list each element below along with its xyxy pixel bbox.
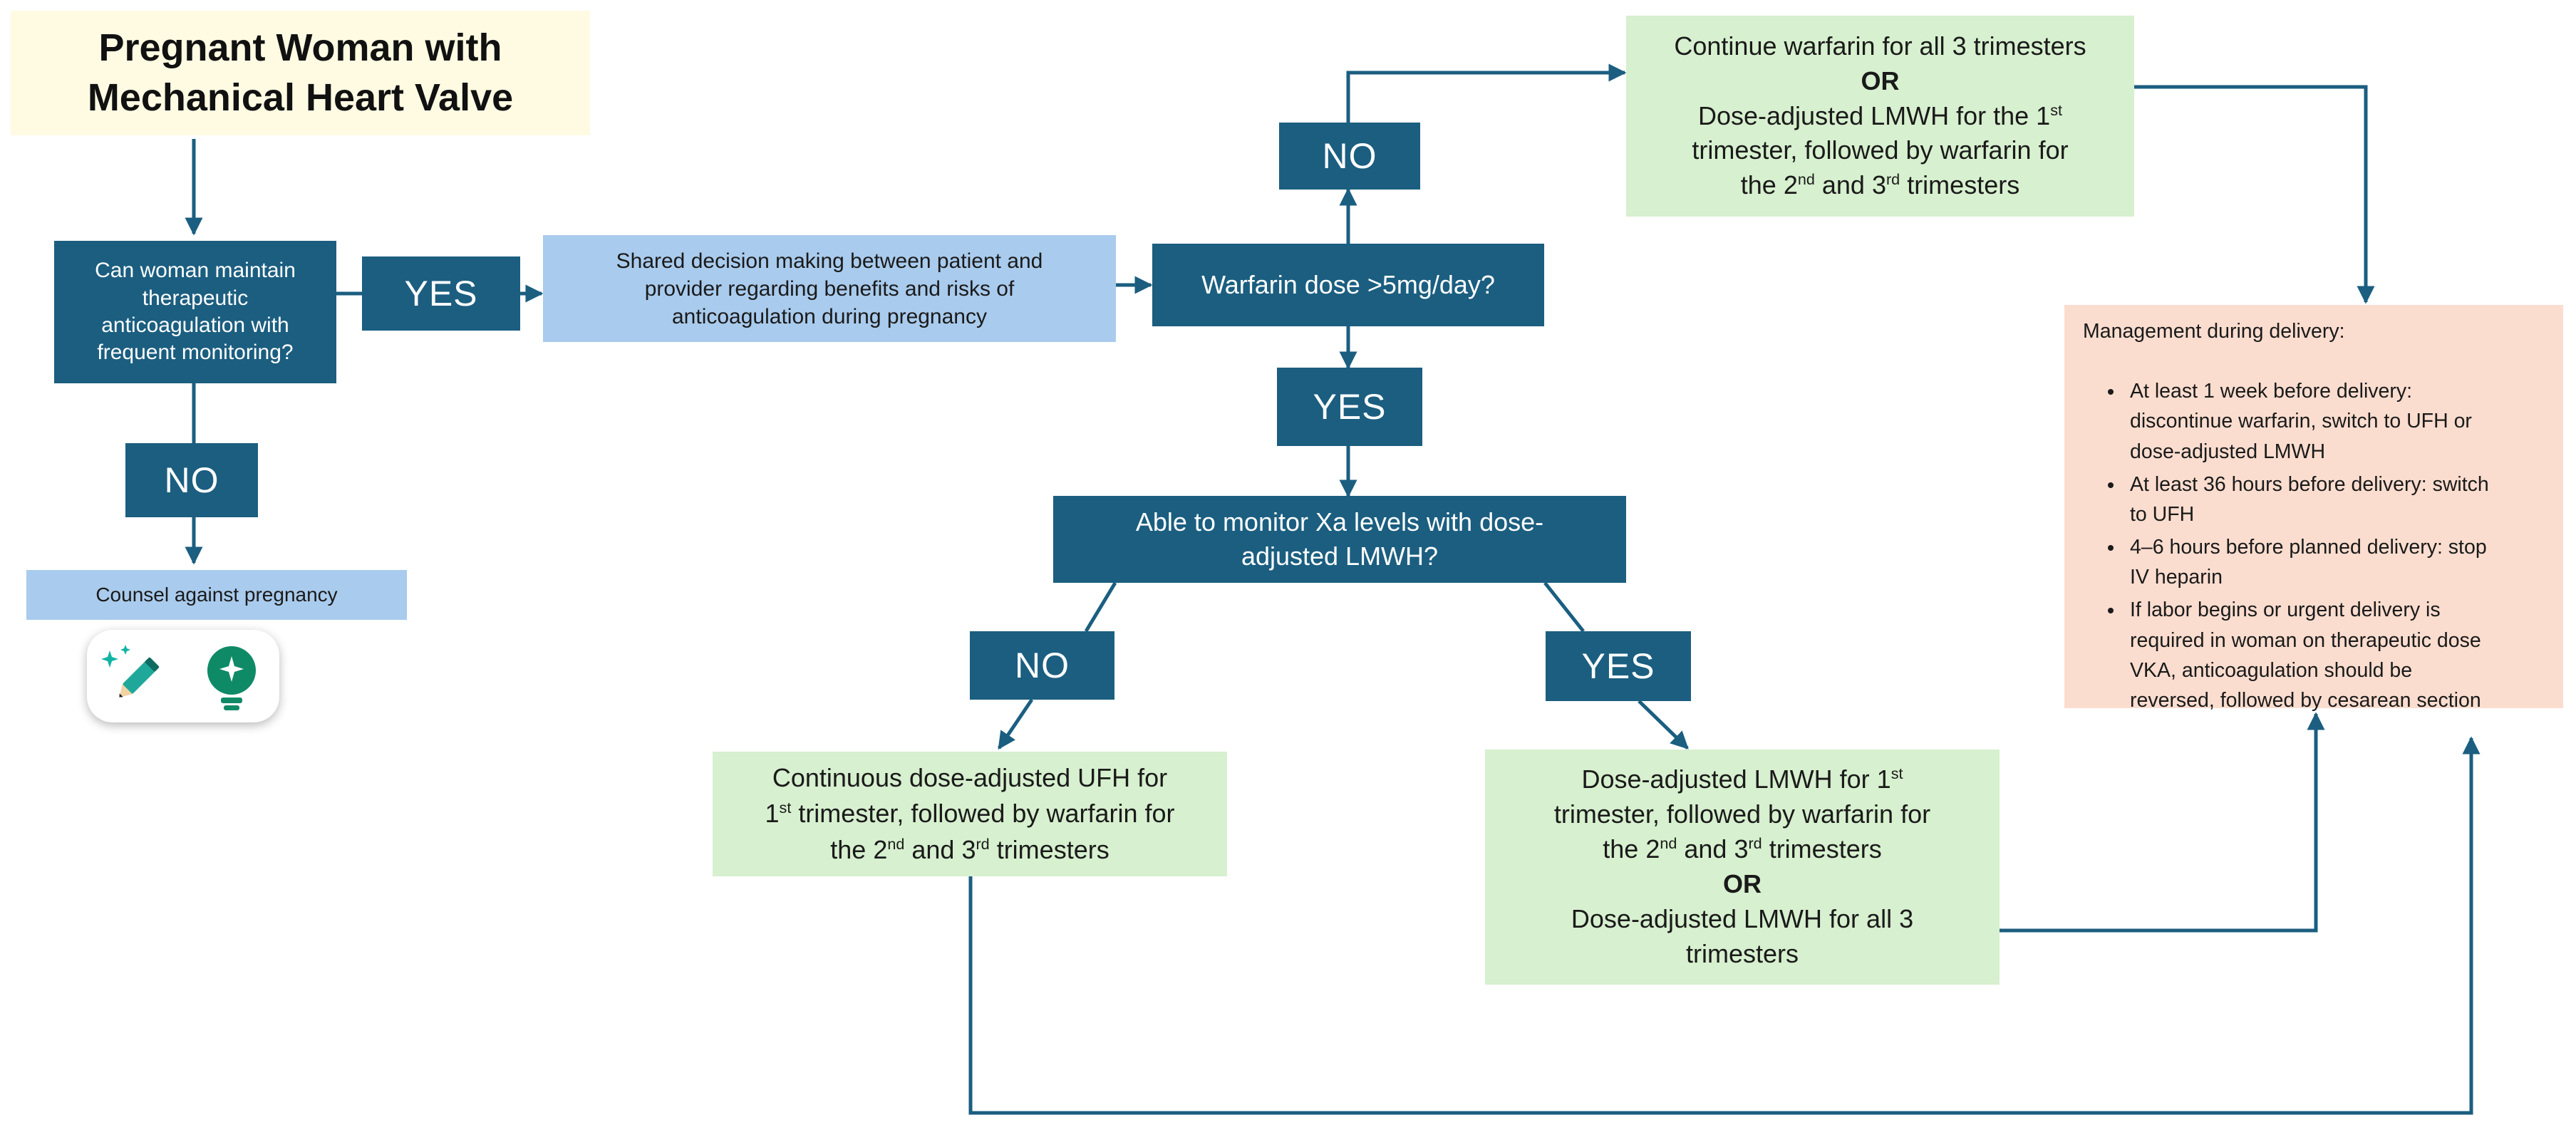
no-label-2: NO — [1279, 123, 1420, 190]
management-list: At least 1 week before delivery: discont… — [2083, 376, 2489, 718]
management-item: At least 1 week before delivery: discont… — [2124, 376, 2489, 467]
title-line-1: Pregnant Woman with — [98, 26, 502, 70]
arrow-yes-to-lmwh — [1638, 700, 1689, 750]
sparkle-pencil-icon[interactable] — [96, 637, 175, 715]
arrow-xa-to-no — [1084, 581, 1117, 633]
question-maintain-anticoagulation: Can woman maintain therapeutic anticoagu… — [54, 241, 336, 383]
yes-label-2: YES — [1277, 368, 1422, 446]
title-line-2: Mechanical Heart Valve — [87, 76, 514, 119]
counsel-box: Counsel against pregnancy — [26, 570, 407, 620]
arrow-ufh-to-management — [968, 736, 2481, 1115]
floating-toolbar — [87, 630, 279, 722]
question-warfarin-dose: Warfarin dose >5mg/day? — [1152, 244, 1544, 326]
arrow-lmwh-to-management — [2000, 712, 2325, 933]
continue-warfarin-box: Continue warfarin for all 3 trimesters O… — [1626, 16, 2134, 217]
ufh-box: Continuous dose-adjusted UFH for 1st tri… — [713, 752, 1227, 876]
management-delivery-box: Management during delivery: At least 1 w… — [2064, 305, 2563, 712]
question-xa-levels: Able to monitor Xa levels with dose- adj… — [1053, 496, 1626, 583]
management-item: At least 36 hours before delivery: switc… — [2124, 470, 2489, 529]
no-label-3: NO — [970, 631, 1114, 700]
yes-label-3: YES — [1546, 631, 1691, 701]
shared-decision-box: Shared decision making between patient a… — [543, 235, 1116, 342]
arrow-no-to-ufh — [997, 698, 1034, 750]
management-item: 4–6 hours before planned delivery: stop … — [2124, 532, 2489, 592]
arrow-no-to-continue — [1346, 63, 1627, 135]
management-item: If labor begins or urgent delivery is re… — [2124, 595, 2489, 715]
lightbulb-icon[interactable] — [192, 637, 271, 715]
no-label-1: NO — [125, 443, 258, 517]
yes-label-1: YES — [362, 256, 520, 331]
title-box: Pregnant Woman with Mechanical Heart Val… — [11, 11, 590, 135]
arrow-continue-to-management — [2134, 85, 2375, 304]
management-heading: Management during delivery: — [2083, 320, 2345, 343]
arrow-xa-to-yes — [1543, 581, 1585, 633]
lmwh-box: Dose-adjusted LMWH for 1st trimester, fo… — [1485, 750, 2000, 985]
